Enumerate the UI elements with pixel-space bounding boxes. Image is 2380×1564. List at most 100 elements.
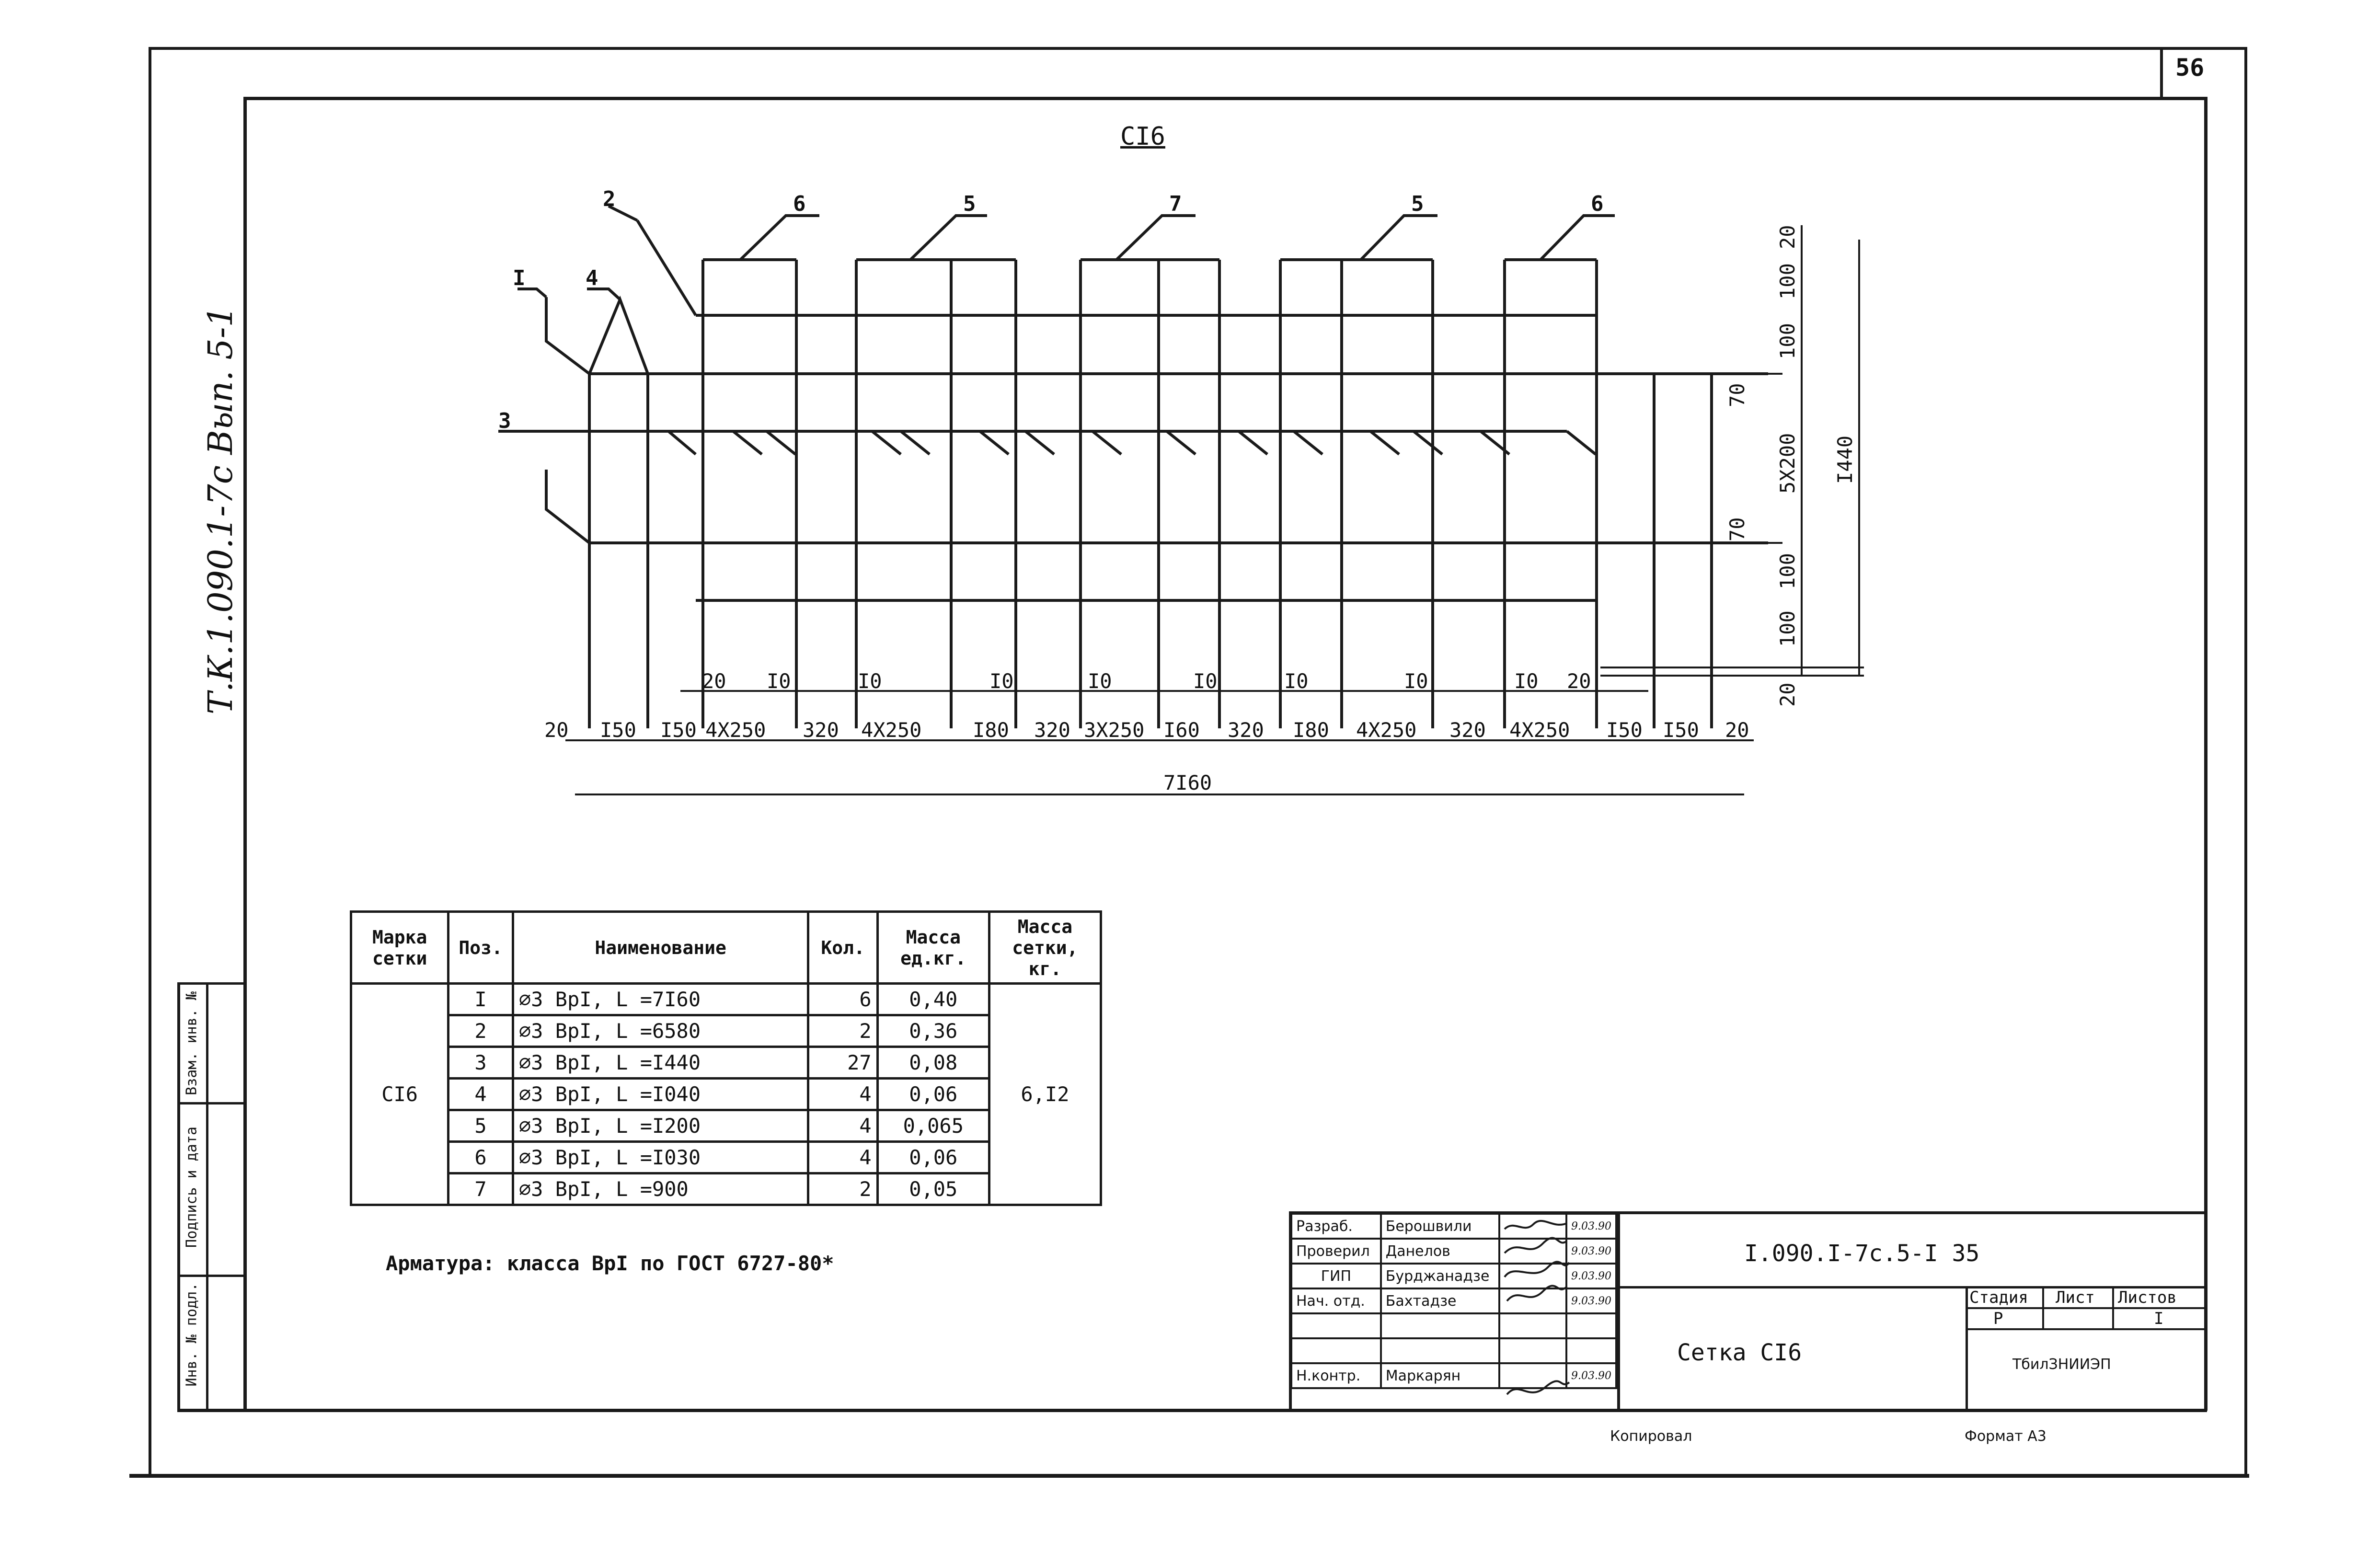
- dim-r-2: 100: [1776, 323, 1799, 359]
- signer: [1380, 1337, 1501, 1364]
- role: ГИП: [1290, 1263, 1382, 1289]
- organization: ТбилЗНИИЭП: [2012, 1356, 2111, 1373]
- dim-b-1: I50: [600, 718, 636, 742]
- row-name: ⌀3 ВрI, L =I440: [511, 1046, 810, 1080]
- outer-frame-right: [2244, 47, 2247, 1478]
- dim-b-9: I60: [1163, 718, 1200, 742]
- row-qty: 2: [807, 1014, 879, 1048]
- dim-b-0: 20: [544, 718, 569, 742]
- inner-frame-top: [245, 97, 2207, 100]
- row-qty: 6: [807, 982, 879, 1016]
- titleblock-code-bottom: [1617, 1286, 2207, 1288]
- row-mass: 0,36: [876, 1014, 990, 1048]
- row-pos: 3: [447, 1046, 514, 1080]
- header-qty: Кол.: [807, 910, 879, 985]
- signer: Бурджанадзе: [1380, 1263, 1501, 1289]
- row-name: ⌀3 ВрI, L =900: [511, 1172, 810, 1206]
- titleblock-stage-div1: [2042, 1286, 2044, 1330]
- strip-left: [177, 982, 180, 1411]
- outer-frame-top: [149, 47, 2244, 50]
- dim-r-5: 70: [1725, 517, 1749, 541]
- signature: [1498, 1362, 1568, 1389]
- row-pos: 5: [447, 1109, 514, 1143]
- sheets-value: I: [2154, 1309, 2164, 1328]
- total-mass: 6,I2: [988, 982, 1103, 1206]
- callout-4: 4: [586, 266, 598, 290]
- dim-r-7: 100: [1776, 610, 1799, 647]
- callout-5a: 5: [963, 192, 976, 216]
- drawing-title: СI6: [1120, 122, 1165, 151]
- header-pos: Поз.: [447, 910, 514, 985]
- row-qty: 4: [807, 1109, 879, 1143]
- strip-div-1: [177, 1102, 245, 1104]
- dim-s-2: I0: [858, 669, 882, 693]
- row-name: ⌀3 ВрI, L =I040: [511, 1077, 810, 1111]
- signer: Бахтадзе: [1380, 1288, 1501, 1314]
- signer: Данелов: [1380, 1238, 1501, 1265]
- reinforcement-note: Арматура: класса ВрI по ГОСТ 6727-80*: [386, 1252, 834, 1275]
- outer-frame-left: [149, 47, 151, 1474]
- row-qty: 27: [807, 1046, 879, 1080]
- strip-top: [177, 982, 245, 985]
- titleblock-stage-mid: [1966, 1307, 2207, 1309]
- row-mass: 0,065: [876, 1109, 990, 1143]
- strip-mid: [206, 982, 208, 1411]
- stage-value: Р: [1993, 1309, 2003, 1328]
- row-mass: 0,05: [876, 1172, 990, 1206]
- overall-length: 7I60: [1163, 771, 1212, 794]
- date: [1565, 1312, 1617, 1339]
- dim-b-13: 320: [1449, 718, 1486, 742]
- row-qty: 4: [807, 1077, 879, 1111]
- role: [1290, 1337, 1382, 1364]
- dim-b-3: 4X250: [705, 718, 766, 742]
- format-label: Формат А3: [1965, 1428, 2047, 1445]
- titleblock-left: [1289, 1211, 1292, 1410]
- overall-height: I440: [1833, 436, 1857, 484]
- dim-b-6: I80: [973, 718, 1009, 742]
- dim-s-4: I0: [1088, 669, 1112, 693]
- row-name: ⌀3 ВрI, L =6580: [511, 1014, 810, 1048]
- row-mass: 0,08: [876, 1046, 990, 1080]
- row-name: ⌀3 ВрI, L =7I60: [511, 982, 810, 1016]
- signature: [1498, 1288, 1568, 1314]
- date: 9.03.90: [1565, 1288, 1617, 1314]
- role: [1290, 1312, 1382, 1339]
- document-name: Сетка СI6: [1677, 1339, 1802, 1366]
- callout-5b: 5: [1411, 192, 1424, 216]
- callout-6a: 6: [793, 192, 806, 216]
- sheet-label: Лист: [2056, 1288, 2095, 1307]
- dim-r-3: 70: [1725, 383, 1749, 407]
- dim-s-5: I0: [1193, 669, 1218, 693]
- signatures: [1504, 1220, 1570, 1395]
- row-qty: 2: [807, 1172, 879, 1206]
- dim-r-1: 100: [1776, 263, 1799, 299]
- dim-b-17: 20: [1725, 718, 1749, 742]
- dim-b-14: 4X250: [1509, 718, 1570, 742]
- role: Проверил: [1290, 1238, 1382, 1265]
- document-code: I.090.I-7с.5-I 35: [1744, 1240, 1980, 1267]
- dim-b-11: I80: [1293, 718, 1329, 742]
- row-pos: 6: [447, 1140, 514, 1174]
- signature: [1498, 1337, 1568, 1364]
- callout-1: I: [513, 266, 526, 290]
- signature: [1498, 1312, 1568, 1339]
- dim-b-5: 4X250: [861, 718, 921, 742]
- signer: Маркарян: [1380, 1362, 1501, 1389]
- sheets-label: Листов: [2118, 1288, 2177, 1307]
- dim-b-12: 4X250: [1356, 718, 1416, 742]
- titleblock-stage-div2: [2112, 1286, 2114, 1330]
- dim-s-9: 20: [1567, 669, 1591, 693]
- dim-r-8: 20: [1776, 682, 1799, 707]
- header-mark: Марка сетки: [349, 910, 450, 985]
- dim-b-8: 3X250: [1084, 718, 1144, 742]
- signature: [1498, 1263, 1568, 1289]
- row-mass: 0,06: [876, 1077, 990, 1111]
- dim-s-6: I0: [1284, 669, 1309, 693]
- dim-b-16: I50: [1663, 718, 1699, 742]
- signer: [1380, 1312, 1501, 1339]
- role: Нач. отд.: [1290, 1288, 1382, 1314]
- date: 9.03.90: [1565, 1213, 1617, 1240]
- signature: [1498, 1238, 1568, 1265]
